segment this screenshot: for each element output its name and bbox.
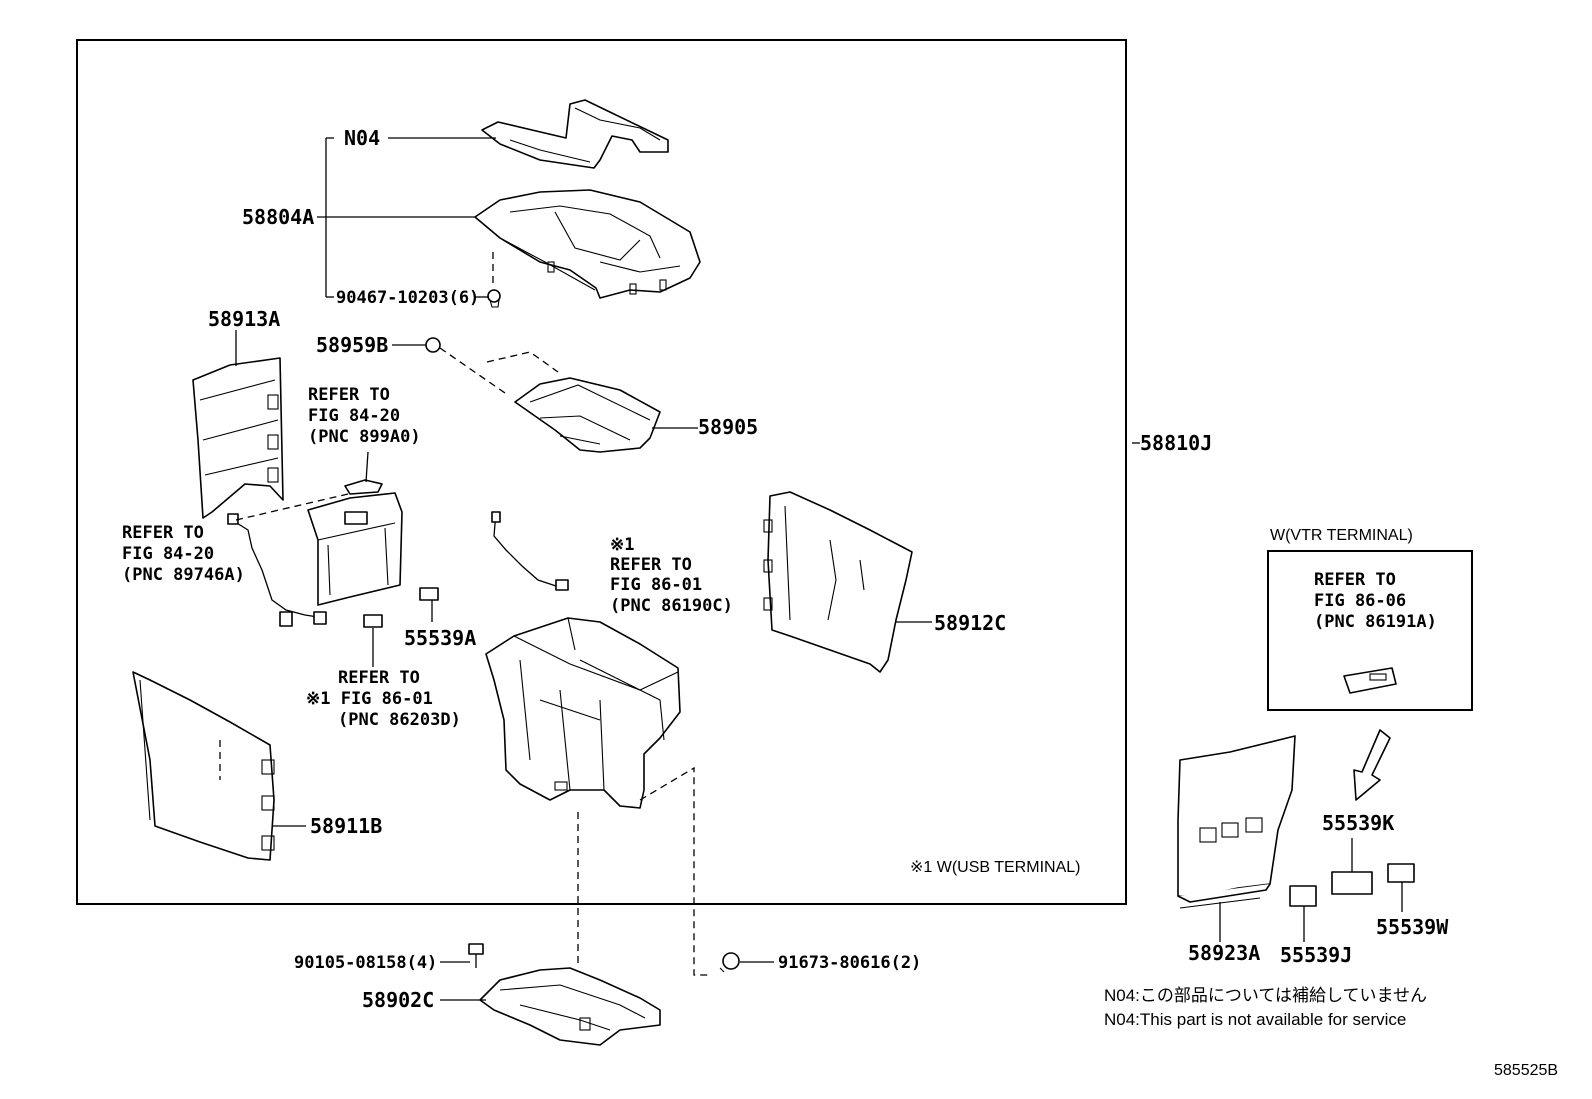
label-58911b: 58911B: [310, 814, 382, 838]
refer-to-899a0: REFER TO FIG 84-20 (PNC 899A0): [308, 385, 421, 447]
part-55539j-terminal: [1289, 885, 1317, 942]
label-90105-08158: 90105-08158(4): [294, 953, 437, 973]
diagram-code: 585525B: [1494, 1062, 1558, 1079]
part-n04-bezel-trim: [481, 99, 669, 169]
svg-text:FIG 84-20: FIG 84-20: [308, 406, 400, 426]
svg-text:REFER TO: REFER TO: [610, 555, 692, 575]
refer-to-86203d: REFER TO ※1 FIG 86-01 (PNC 86203D): [306, 668, 461, 730]
part-86190c-usb-cable: [491, 511, 569, 591]
note-vtr-terminal: W(VTR TERMINAL): [1270, 527, 1413, 544]
label-58905: 58905: [698, 415, 758, 439]
vtr-terminal-box: [1267, 550, 1473, 711]
note-n04-english: N04:This part is not available for servi…: [1104, 1010, 1406, 1029]
part-usb-bracket-box: [307, 451, 403, 606]
part-91673-clip: [719, 952, 740, 973]
part-58905-box-lid: [514, 377, 698, 453]
svg-text:(PNC 86190C): (PNC 86190C): [610, 596, 733, 616]
part-89746a-harness: [227, 493, 349, 627]
note-n04-japanese: N04:この部品については補給していません: [1104, 986, 1427, 1005]
svg-text:REFER TO: REFER TO: [308, 385, 390, 405]
part-90105-bolt: [468, 943, 484, 968]
svg-text:(PNC 899A0): (PNC 899A0): [308, 427, 421, 447]
label-90467-10203: 90467-10203(6): [336, 288, 479, 308]
label-58902c: 58902C: [362, 988, 434, 1012]
label-n04: N04: [344, 126, 380, 150]
label-55539w: 55539W: [1376, 915, 1449, 939]
part-58923a-terminal-panel: [1177, 735, 1296, 942]
part-58959b-clip: [425, 337, 559, 394]
label-58959b: 58959B: [316, 333, 388, 357]
svg-text:(PNC 86203D): (PNC 86203D): [338, 710, 461, 730]
refer-to-86191a: REFER TO FIG 86-06 (PNC 86191A): [1314, 570, 1437, 632]
part-86191a-vtr-terminal: [1343, 667, 1397, 694]
part-55539k-terminal: [1331, 838, 1373, 895]
part-55539w-terminal: [1387, 863, 1415, 912]
part-58912c-side-panel: [763, 491, 913, 673]
label-58912c: 58912C: [934, 611, 1006, 635]
label-55539k: 55539K: [1322, 811, 1394, 835]
svg-text:FIG 86-01: FIG 86-01: [610, 575, 702, 595]
svg-text:REFER TO: REFER TO: [338, 668, 420, 688]
svg-text:※1 FIG 86-01: ※1 FIG 86-01: [306, 689, 433, 709]
part-55539a-terminal: [363, 587, 439, 667]
part-90467-clip: [487, 252, 501, 308]
svg-text:(PNC 89746A): (PNC 89746A): [122, 565, 245, 585]
refer-to-89746a: REFER TO FIG 84-20 (PNC 89746A): [122, 523, 245, 585]
label-55539a: 55539A: [404, 626, 476, 650]
svg-text:(PNC 86191A): (PNC 86191A): [1314, 612, 1437, 632]
note-usb-terminal: ※1 W(USB TERMINAL): [910, 859, 1080, 876]
part-58913a-rear-panel: [192, 357, 284, 519]
pointer-arrow: [1353, 729, 1391, 801]
label-58923a: 58923A: [1188, 941, 1260, 965]
part-58804a-console-panel: [474, 189, 701, 299]
part-58902c-base-bracket: [479, 967, 661, 1046]
svg-text:REFER TO: REFER TO: [122, 523, 204, 543]
assembly-frame: [76, 39, 1127, 905]
label-58913a: 58913A: [208, 307, 280, 331]
part-58911b-lower-panel: [132, 671, 275, 861]
svg-text:REFER TO: REFER TO: [1314, 570, 1396, 590]
label-58810j: 58810J: [1140, 431, 1212, 455]
label-91673-80616: 91673-80616(2): [778, 953, 921, 973]
svg-text:FIG 84-20: FIG 84-20: [122, 544, 214, 564]
refer-to-86190c: ※1 REFER TO FIG 86-01 (PNC 86190C): [610, 535, 733, 616]
label-58804a: 58804A: [242, 205, 314, 229]
part-console-box-body: [485, 617, 681, 809]
svg-text:※1: ※1: [610, 535, 634, 555]
label-55539j: 55539J: [1280, 943, 1352, 967]
svg-text:FIG 86-06: FIG 86-06: [1314, 591, 1406, 611]
